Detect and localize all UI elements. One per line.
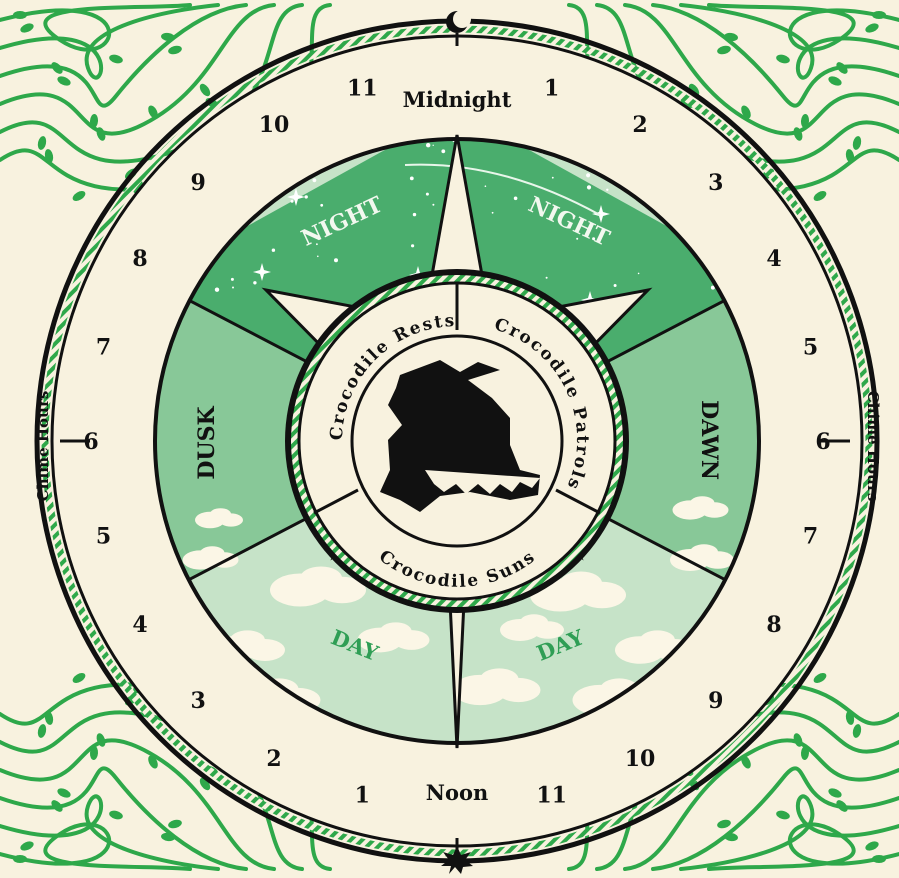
star <box>215 288 219 292</box>
star <box>253 281 256 284</box>
vine-leaf <box>812 189 828 203</box>
star <box>492 212 494 214</box>
vine-leaf <box>71 671 87 685</box>
star <box>231 278 234 281</box>
vine-leaf <box>872 855 886 863</box>
vine-leaf <box>19 840 35 853</box>
hour-number-right-7: 7 <box>803 524 818 550</box>
chime-hours-left: Chime Hours <box>34 391 52 502</box>
hour-number-right-8: 8 <box>766 612 781 638</box>
chime-hours-right: Chime Hours <box>864 391 882 502</box>
hour-number-right-4: 4 <box>766 246 781 272</box>
vine-leaf <box>198 82 213 98</box>
star <box>485 185 487 187</box>
vine-leaf <box>13 11 27 19</box>
hour-number-right-9: 9 <box>708 688 723 714</box>
star <box>320 204 323 207</box>
vine-leaf <box>37 723 48 738</box>
hour-number-left-5: 7 <box>96 334 111 360</box>
vine-leaf <box>56 786 72 799</box>
star <box>272 249 275 252</box>
star <box>317 255 319 257</box>
star <box>514 197 518 201</box>
vine-leaf <box>716 818 732 829</box>
hour-number-right-11: 11 <box>536 783 567 809</box>
hour-number-right-2: 2 <box>632 112 647 138</box>
star <box>426 143 430 147</box>
vine-leaf <box>864 840 880 853</box>
hour-number-left-11: 1 <box>355 783 370 809</box>
star <box>552 177 554 179</box>
hour-number-right-1: 1 <box>544 76 559 102</box>
midnight-label: Midnight <box>403 87 512 112</box>
star <box>413 213 416 216</box>
hour-number-left-3: 9 <box>191 170 206 196</box>
vine-leaf <box>827 74 843 87</box>
vine-leaf <box>852 723 863 738</box>
hour-number-left-4: 8 <box>132 246 147 272</box>
hour-number-left-8: 4 <box>132 612 147 638</box>
star <box>410 177 414 181</box>
hour-number-right-10: 10 <box>625 746 656 772</box>
star <box>614 284 617 287</box>
vine-leaf <box>167 44 183 55</box>
star <box>313 178 317 182</box>
vine-leaf <box>827 786 843 799</box>
vine-leaf <box>852 135 863 150</box>
vine-leaf <box>812 671 828 685</box>
star <box>587 185 591 189</box>
star <box>305 195 308 198</box>
star <box>638 273 640 275</box>
hour-number-left-9: 3 <box>191 688 206 714</box>
segment-dusk: DUSK <box>194 405 220 479</box>
hour-number-left-7: 5 <box>96 524 111 550</box>
hour-number-left-10: 2 <box>266 746 281 772</box>
vine-leaf <box>864 22 880 35</box>
vine-leaf <box>19 22 35 35</box>
vine-leaf <box>56 74 72 87</box>
vine-leaf <box>37 135 48 150</box>
vine-leaf <box>108 809 124 821</box>
hour-number-left-1: 11 <box>347 76 378 102</box>
star <box>441 149 445 153</box>
star <box>606 189 608 191</box>
vine-leaf <box>167 818 183 829</box>
vine-leaf <box>71 189 87 203</box>
vine-leaf <box>108 53 124 65</box>
noon-label: Noon <box>426 780 488 805</box>
vine-leaf <box>775 809 791 821</box>
vine-leaf <box>716 44 732 55</box>
hour-number-right-3: 3 <box>708 170 723 196</box>
star <box>586 173 590 177</box>
star <box>291 200 294 203</box>
star <box>334 258 338 262</box>
star <box>426 193 429 196</box>
star <box>232 287 234 289</box>
star <box>433 145 434 146</box>
segment-dawn: DAWN <box>696 400 722 480</box>
hour-number-right-5: 5 <box>803 334 818 360</box>
star <box>432 204 434 206</box>
vine-leaf <box>872 11 886 19</box>
star <box>411 244 414 247</box>
star <box>546 277 548 279</box>
vine-leaf <box>775 53 791 65</box>
vine-leaf <box>13 855 27 863</box>
hour-number-left-2: 10 <box>259 112 290 138</box>
